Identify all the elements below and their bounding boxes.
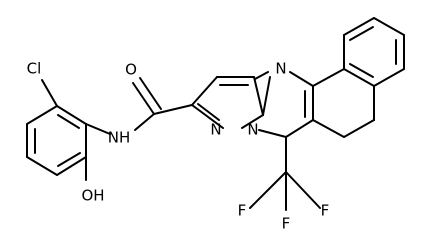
- chlorine-label: Cl: [27, 60, 42, 78]
- bond: [57, 114, 80, 129]
- bond: [85, 123, 111, 135]
- bond: [262, 76, 271, 116]
- bonds: [26, 17, 405, 211]
- bond: [26, 156, 58, 176]
- bond: [373, 68, 405, 87]
- bond: [312, 119, 345, 138]
- chemical-structure: Cl O NH OH N N N F F F: [26, 17, 405, 233]
- bond: [241, 114, 264, 129]
- bond: [26, 105, 58, 125]
- bond: [134, 113, 155, 131]
- bond: [139, 77, 162, 110]
- bond: [249, 171, 287, 209]
- pyrazole-nitrogen-label: N: [247, 121, 258, 139]
- bond: [132, 82, 155, 115]
- bond: [343, 17, 375, 36]
- bond: [56, 156, 87, 176]
- bond: [373, 17, 405, 36]
- bond: [285, 119, 314, 138]
- bond: [285, 171, 321, 209]
- atom-labels: Cl O NH OH N N N F F F: [27, 60, 330, 233]
- bond: [343, 119, 375, 138]
- hydroxyl-label: OH: [81, 187, 104, 205]
- pyrazole-nitrogen-label: N: [210, 121, 221, 139]
- bond: [56, 105, 87, 125]
- bond: [57, 152, 81, 167]
- bond: [254, 71, 269, 80]
- bond: [153, 104, 193, 115]
- bond: [289, 71, 314, 87]
- bond: [258, 129, 287, 138]
- bond: [191, 76, 218, 106]
- fluorine-label: F: [238, 202, 247, 220]
- carbonyl-oxygen-label: O: [125, 61, 137, 79]
- bond: [349, 63, 374, 78]
- bond: [191, 104, 224, 129]
- amide-nitrogen-label: NH: [108, 129, 131, 147]
- pyrimidine-nitrogen-label: N: [275, 60, 286, 78]
- bond: [41, 79, 58, 107]
- bond: [349, 26, 374, 41]
- fluorine-label: F: [282, 215, 291, 233]
- bond: [343, 68, 375, 87]
- fluorine-label: F: [321, 202, 330, 220]
- bond: [312, 68, 345, 87]
- bond: [197, 103, 220, 121]
- bond: [253, 76, 264, 116]
